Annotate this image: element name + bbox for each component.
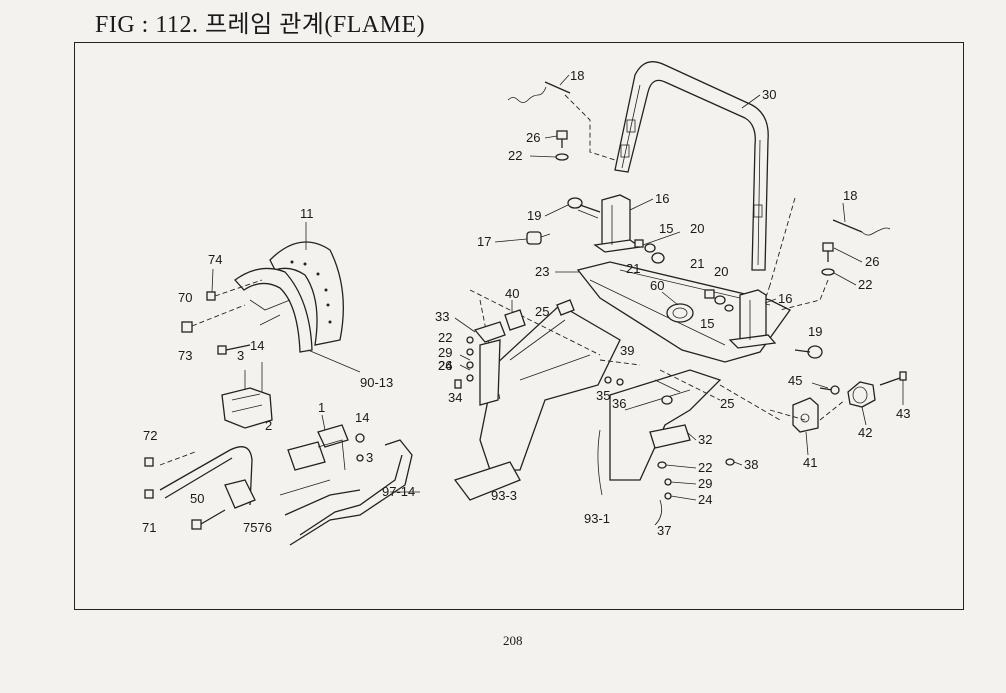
leader-lines bbox=[211, 74, 904, 501]
label-40: 40 bbox=[505, 286, 519, 301]
page-number: 208 bbox=[503, 633, 523, 648]
knob-17 bbox=[526, 231, 551, 245]
label-24-lower: 24 bbox=[698, 492, 712, 507]
label-22: 22 bbox=[508, 148, 522, 163]
pin-18-right bbox=[764, 197, 891, 301]
label-21: 21 bbox=[626, 261, 640, 276]
label-97-14: 97-14 bbox=[382, 484, 415, 499]
frame-97-14 bbox=[279, 439, 413, 546]
label-50: 50 bbox=[190, 491, 204, 506]
label-22-lower: 22 bbox=[698, 460, 712, 475]
bracket-16-left bbox=[593, 194, 642, 253]
bolt-26-right bbox=[779, 242, 835, 311]
label-26-right: 26 bbox=[865, 254, 879, 269]
label-37: 37 bbox=[657, 523, 671, 538]
label-38: 38 bbox=[744, 457, 758, 472]
label-18: 18 bbox=[570, 68, 584, 83]
cross-member-23 bbox=[576, 261, 791, 363]
label-42: 42 bbox=[858, 425, 872, 440]
work-lamp-42 bbox=[847, 381, 876, 408]
label-15: 15 bbox=[659, 221, 673, 236]
bolt-14-3-lower bbox=[355, 433, 365, 462]
nuts-15-20-21-left bbox=[634, 231, 681, 264]
label-3-lower: 3 bbox=[366, 450, 373, 465]
label-60: 60 bbox=[650, 278, 664, 293]
label-19-right: 19 bbox=[808, 324, 822, 339]
label-1: 1 bbox=[318, 400, 325, 415]
callout-labels: 18 30 26 22 16 19 15 20 17 21 18 26 22 2… bbox=[142, 68, 910, 538]
label-93-3: 93-3 bbox=[491, 488, 517, 503]
label-11: 11 bbox=[300, 206, 314, 221]
label-30: 30 bbox=[762, 87, 776, 102]
label-33: 33 bbox=[435, 309, 449, 324]
label-29-lower: 29 bbox=[698, 476, 712, 491]
label-2: 2 bbox=[265, 418, 272, 433]
label-14-lower: 14 bbox=[355, 410, 369, 425]
bracket-2 bbox=[221, 362, 273, 429]
label-25: 25 bbox=[535, 304, 549, 319]
bolts-71-72-50 bbox=[144, 457, 226, 530]
label-29-left: 29 bbox=[438, 345, 452, 360]
label-39: 39 bbox=[620, 343, 634, 358]
label-21-right: 21 bbox=[690, 256, 704, 271]
lamp-bracket-41 bbox=[792, 385, 840, 433]
label-22-right: 22 bbox=[858, 277, 872, 292]
label-24-left: 24 bbox=[438, 358, 452, 373]
screw-43 bbox=[879, 371, 907, 386]
label-71: 71 bbox=[142, 520, 156, 535]
bolt-70 bbox=[181, 304, 246, 333]
label-90-13: 90-13 bbox=[360, 375, 393, 390]
label-70: 70 bbox=[178, 290, 192, 305]
fender-11 bbox=[234, 241, 344, 353]
bolt-73 bbox=[217, 344, 251, 355]
label-93-1: 93-1 bbox=[584, 511, 610, 526]
bracket-33-34 bbox=[454, 321, 506, 406]
bolt-19-left bbox=[567, 197, 601, 219]
bolt-74 bbox=[206, 279, 263, 301]
label-73: 73 bbox=[178, 348, 192, 363]
bracket-1 bbox=[287, 424, 349, 471]
label-41: 41 bbox=[803, 455, 817, 470]
label-35: 35 bbox=[596, 388, 610, 403]
label-19: 19 bbox=[527, 208, 541, 223]
label-15-right: 15 bbox=[700, 316, 714, 331]
bolt-19-right bbox=[794, 345, 823, 359]
label-34: 34 bbox=[448, 390, 462, 405]
label-22-left: 22 bbox=[438, 330, 452, 345]
pin-18-top bbox=[507, 81, 616, 161]
label-26-left: 26 bbox=[438, 358, 452, 373]
label-20-right: 20 bbox=[714, 264, 728, 279]
bolts-35-36 bbox=[604, 376, 624, 386]
label-16-right: 16 bbox=[778, 291, 792, 306]
roll-bar-part bbox=[614, 61, 769, 271]
fender-support-93-1 bbox=[597, 369, 722, 526]
label-45: 45 bbox=[788, 373, 802, 388]
label-3: 3 bbox=[237, 348, 244, 363]
label-16: 16 bbox=[655, 191, 669, 206]
hardware-22-29-24-38 bbox=[657, 458, 735, 500]
nuts-15-20-21-right bbox=[704, 289, 734, 312]
label-7576: 7576 bbox=[243, 520, 272, 535]
label-25-lower: 25 bbox=[720, 396, 734, 411]
bracket-40 bbox=[504, 309, 526, 331]
label-20: 20 bbox=[690, 221, 704, 236]
label-43: 43 bbox=[896, 406, 910, 421]
grab-handle bbox=[159, 446, 256, 509]
label-14: 14 bbox=[250, 338, 264, 353]
label-74: 74 bbox=[208, 252, 222, 267]
bracket-16-right bbox=[728, 289, 777, 349]
figure-title: FIG : 112. 프레임 관계(FLAME) bbox=[95, 12, 426, 38]
bolt-26-top bbox=[555, 130, 569, 161]
label-72: 72 bbox=[143, 428, 157, 443]
clip-25-top bbox=[556, 299, 575, 316]
label-26: 26 bbox=[526, 130, 540, 145]
drawing-frame bbox=[74, 42, 964, 610]
label-32: 32 bbox=[698, 432, 712, 447]
label-17: 17 bbox=[477, 234, 491, 249]
label-23: 23 bbox=[535, 264, 549, 279]
label-18-right: 18 bbox=[843, 188, 857, 203]
label-36: 36 bbox=[612, 396, 626, 411]
